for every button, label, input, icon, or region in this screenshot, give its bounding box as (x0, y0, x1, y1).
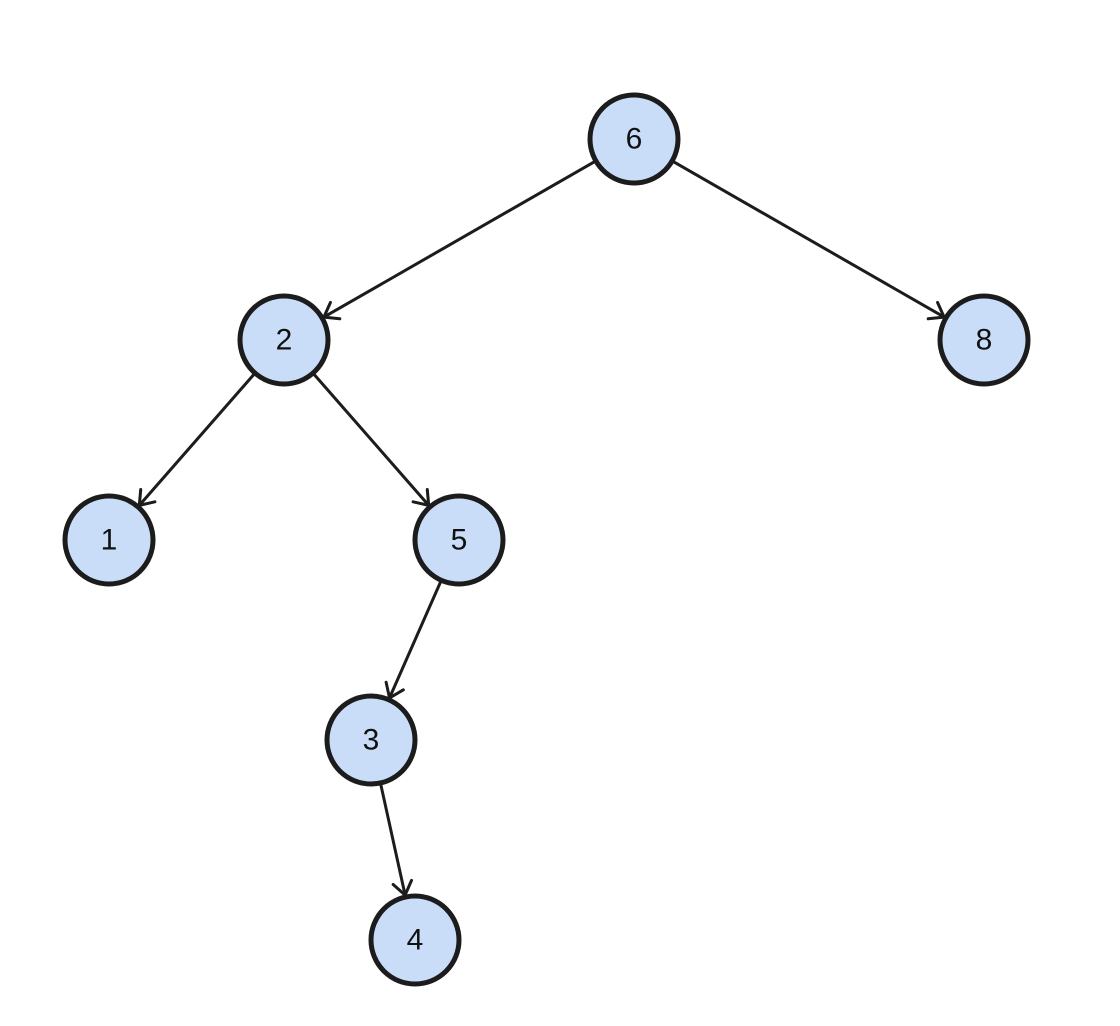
node-circle (324, 693, 418, 787)
edge-line (672, 160, 946, 319)
edge-line (137, 373, 256, 507)
tree-node-6: 6 (587, 92, 681, 186)
node-label: 4 (407, 924, 424, 957)
edge-line (322, 160, 596, 319)
edge-n2-n1 (137, 373, 256, 507)
node-label: 8 (976, 324, 993, 357)
tree-node-2: 2 (237, 293, 331, 387)
node-circle (368, 893, 462, 987)
node-circle (412, 493, 506, 587)
edge-line (379, 783, 407, 897)
edge-n3-n4 (379, 783, 414, 897)
edge-n2-n5 (312, 373, 431, 507)
node-label: 5 (451, 524, 468, 557)
edge-n6-n2 (322, 160, 596, 321)
edge-n6-n8 (672, 160, 946, 321)
tree-node-8: 8 (937, 293, 1031, 387)
edge-line (312, 373, 431, 507)
tree-node-4: 4 (368, 893, 462, 987)
node-circle (237, 293, 331, 387)
node-label: 3 (363, 724, 380, 757)
node-label: 6 (626, 123, 643, 156)
tree-node-3: 3 (324, 693, 418, 787)
node-label: 2 (276, 324, 293, 357)
node-circle (62, 493, 156, 587)
edge-line (388, 580, 442, 700)
tree-node-5: 5 (412, 493, 506, 587)
node-circle (937, 293, 1031, 387)
nodes-layer: 6 2 8 1 5 3 4 (62, 92, 1031, 987)
node-circle (587, 92, 681, 186)
edge-n5-n3 (384, 580, 442, 700)
node-label: 1 (101, 524, 118, 557)
edges-layer (137, 160, 946, 897)
tree-node-1: 1 (62, 493, 156, 587)
